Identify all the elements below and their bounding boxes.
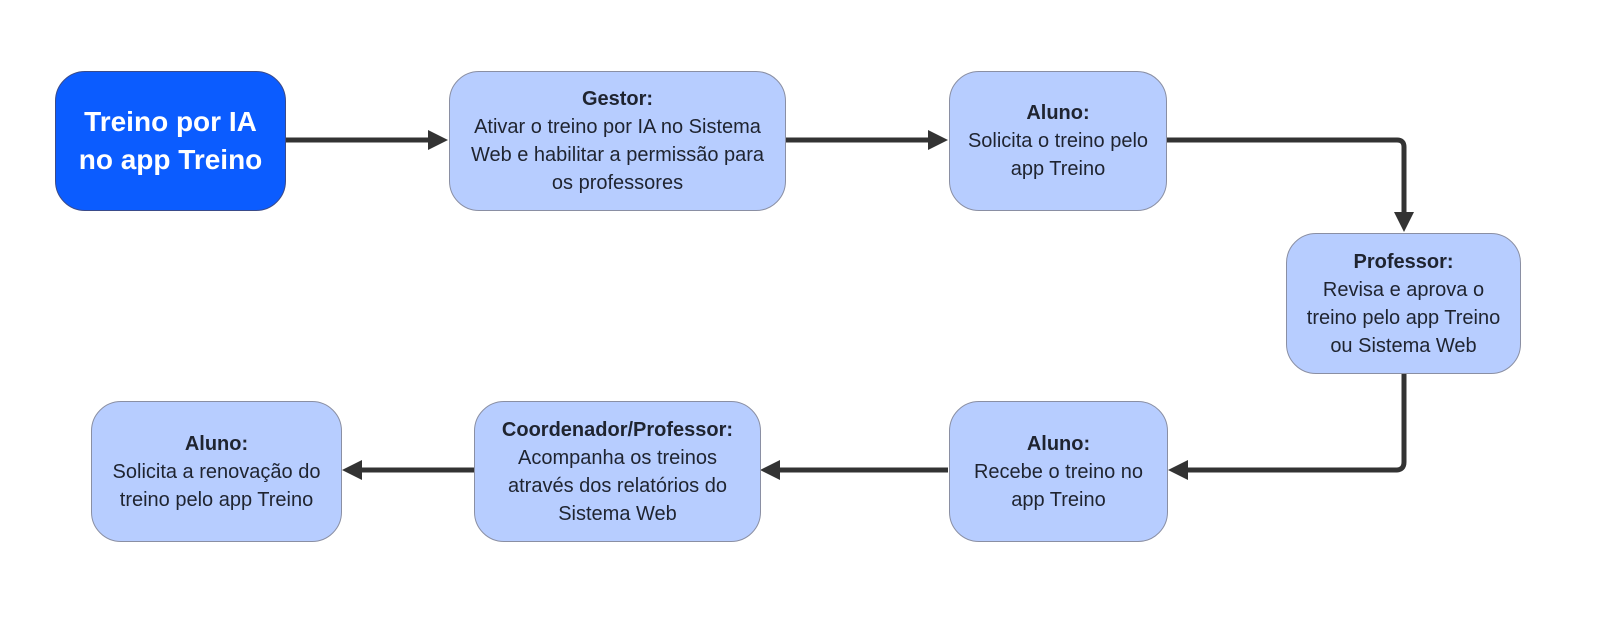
node-aluno-solicita: Aluno: Solicita o treino pelo app Treino: [949, 71, 1167, 211]
node-text: Solicita a renovação do treino pelo app …: [112, 460, 321, 511]
arrowhead-aluno-to-professor: [1394, 212, 1414, 232]
node-text: Recebe o treino no app Treino: [973, 460, 1143, 511]
start-node: Treino por IA no app Treino: [55, 71, 286, 211]
node-text: Acompanha os treinos através dos relatór…: [507, 446, 727, 525]
arrowhead-aluno-to-coordenador: [760, 460, 780, 480]
arrowhead-start-to-gestor: [428, 130, 448, 150]
node-professor: Professor: Revisa e aprova o treino pelo…: [1286, 233, 1521, 374]
arrowhead-gestor-to-aluno: [928, 130, 948, 150]
node-text: Ativar o treino por IA no Sistema Web e …: [470, 116, 765, 194]
node-role: Aluno:: [1026, 432, 1091, 455]
node-role: Gestor:: [581, 88, 654, 110]
node-gestor: Gestor: Ativar o treino por IA no Sistem…: [449, 71, 786, 211]
node-role: Coordenador/Professor:: [501, 418, 734, 441]
node-coordenador: Coordenador/Professor: Acompanha os trei…: [474, 401, 761, 542]
node-text: Revisa e aprova o treino pelo app Treino…: [1306, 278, 1501, 357]
node-aluno-renovacao: Aluno: Solicita a renovação do treino pe…: [91, 401, 342, 542]
node-role: Aluno:: [184, 432, 249, 455]
node-role: Professor:: [1353, 250, 1454, 273]
arrowhead-professor-to-aluno: [1168, 460, 1188, 480]
node-role: Aluno:: [1026, 102, 1090, 124]
node-aluno-recebe: Aluno: Recebe o treino no app Treino: [949, 401, 1168, 542]
node-text: Solicita o treino pelo app Treino: [967, 130, 1149, 180]
start-node-title: Treino por IA no app Treino: [78, 106, 263, 175]
arrowhead-coordenador-to-aluno: [342, 460, 362, 480]
arrow-professor-to-aluno-recebe: [1178, 374, 1407, 473]
arrow-aluno-to-professor: [1167, 137, 1407, 224]
